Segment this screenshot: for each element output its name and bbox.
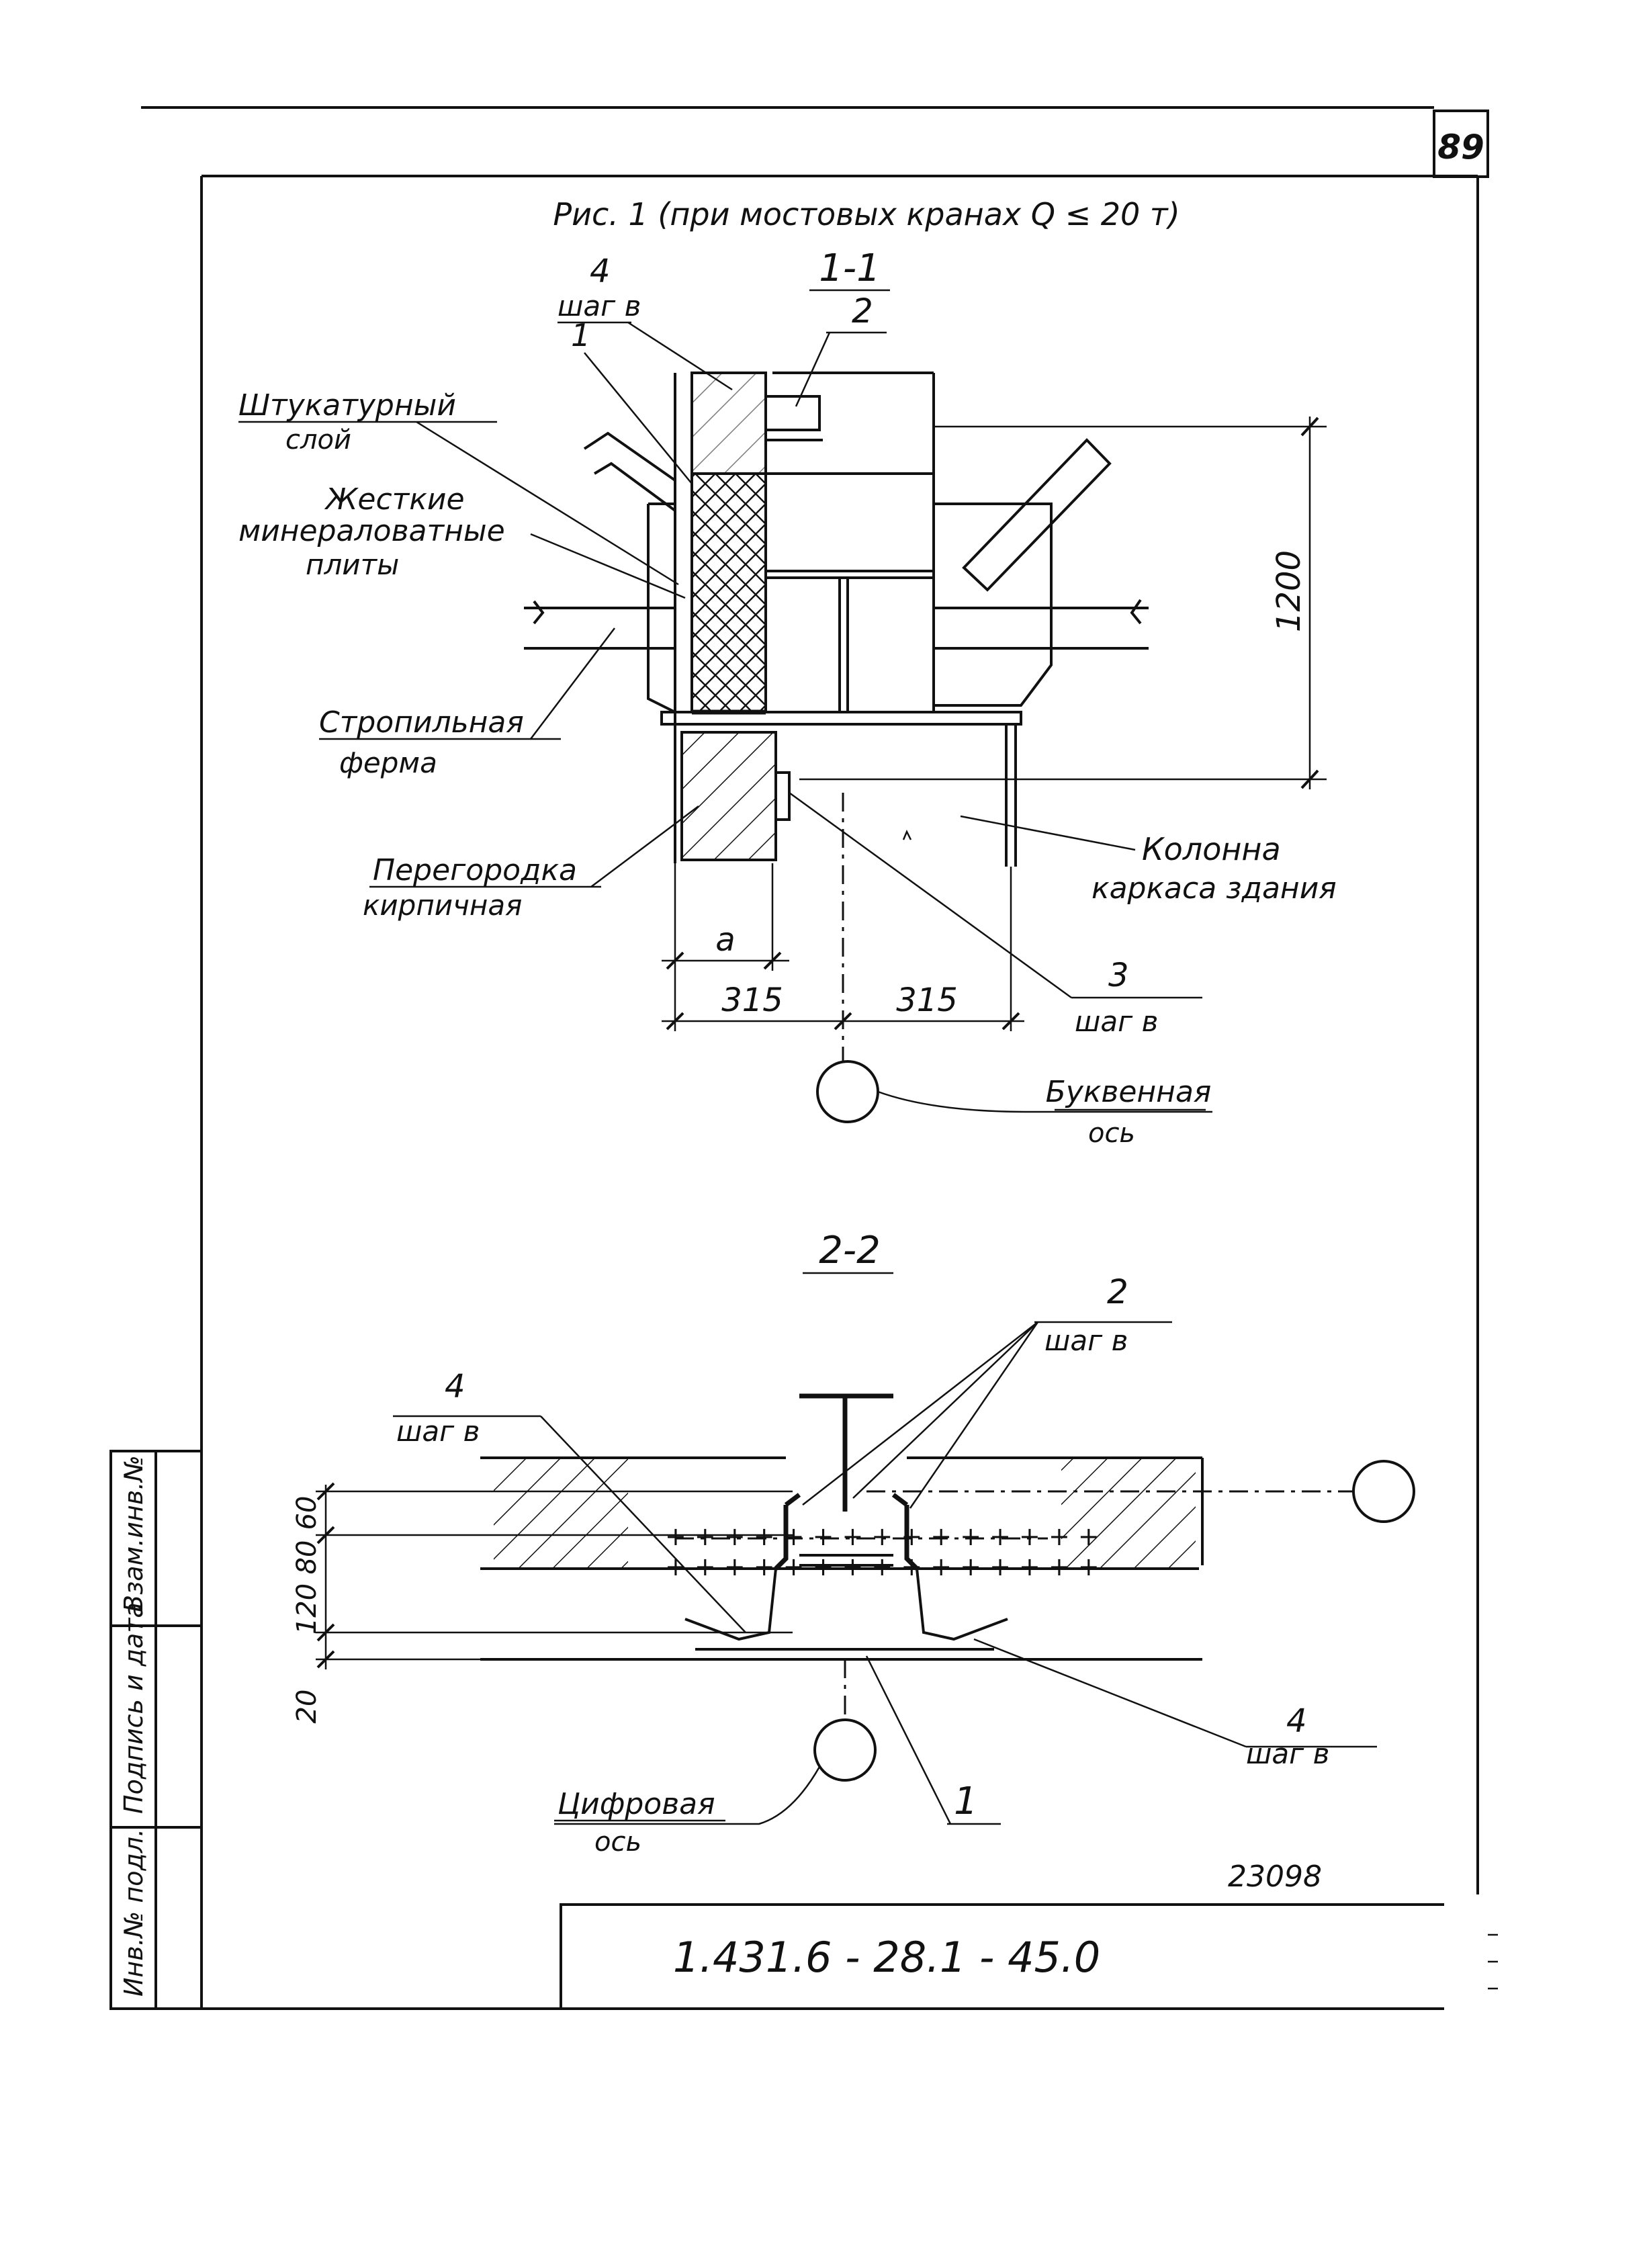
mineral-label-3: плиты bbox=[306, 548, 399, 581]
callout-1: 1 bbox=[571, 317, 590, 353]
truss-label-1: Стропильная bbox=[319, 705, 524, 740]
stamp-signature-label: Подпись и дата bbox=[119, 1602, 148, 1814]
section-2-2: 2-2 + + + + + + + + + + + + + + + + + + … bbox=[292, 1229, 1415, 1858]
callout-2-4-left: 4 bbox=[445, 1368, 465, 1405]
dimension-20: 20 bbox=[292, 1690, 322, 1724]
column-label-2: каркаса здания bbox=[1092, 871, 1337, 906]
frame-hatch-marks bbox=[1488, 1933, 1498, 1990]
callout-2-4-right-step: шаг в bbox=[1246, 1737, 1329, 1770]
callout-4-step: шаг в bbox=[558, 290, 641, 322]
dimension-315-left: 315 bbox=[721, 982, 783, 1019]
figure-caption: Рис. 1 (при мостовых кранах Q ≤ 20 т) bbox=[553, 196, 1179, 232]
callout-2-2-step: шаг в bbox=[1044, 1324, 1128, 1357]
right-axis-bubble bbox=[1352, 1460, 1415, 1523]
digit-axis-label-2: ось bbox=[594, 1827, 641, 1858]
callout-3-step: шаг в bbox=[1075, 1005, 1158, 1038]
partition-label-2: кирпичная bbox=[363, 889, 522, 922]
stamp-inventory-label: Инв.№ подл. bbox=[119, 1829, 148, 1997]
mineral-label-1: Жесткие bbox=[324, 482, 465, 517]
section-2-title: 2-2 bbox=[819, 1229, 880, 1272]
letter-axis-bubble bbox=[816, 1060, 879, 1123]
callout-2-4-left-step: шаг в bbox=[396, 1415, 480, 1448]
page-number: 89 bbox=[1437, 128, 1484, 167]
mineral-label-2: минераловатные bbox=[238, 514, 505, 548]
column-label-1: Колонна bbox=[1142, 831, 1281, 867]
title-block: 1.431.6 - 28.1 - 45.0 23098 bbox=[560, 1860, 1444, 2009]
callout-2-2: 2 bbox=[1107, 1272, 1128, 1311]
partition-label-1: Перегородка bbox=[373, 853, 577, 887]
callout-4: 4 bbox=[590, 253, 611, 290]
dimension-a: a bbox=[715, 921, 735, 959]
callout-2: 2 bbox=[852, 292, 873, 331]
plaster-label-2: слой bbox=[285, 425, 351, 455]
dimension-1200: 1200 bbox=[1270, 550, 1308, 632]
side-stamp: Инв.№ подл. Подпись и дата Взам.инв.№ bbox=[109, 1450, 203, 2010]
dimension-120: 120 bbox=[292, 1583, 322, 1634]
callout-3: 3 bbox=[1108, 957, 1129, 994]
callout-2-1: 1 bbox=[954, 1780, 978, 1823]
stamp-replace-label: Взам.инв.№ bbox=[119, 1455, 148, 1612]
svg-text:+ + + + + + + + + + + + + + +: + + + + + + + + + + + + + + + bbox=[665, 1522, 1100, 1551]
section-1-1: 1-1 bbox=[238, 247, 1337, 1149]
dimension-60: 60 bbox=[292, 1496, 322, 1530]
inventory-number: 23098 bbox=[1228, 1860, 1322, 1894]
drawing-code: 1.431.6 - 28.1 - 45.0 bbox=[673, 1933, 1100, 1982]
insulation-marks: + + + + + + + + + + + + + + + + + + + + … bbox=[665, 1522, 1100, 1581]
plaster-label-1: Штукатурный bbox=[238, 388, 456, 423]
sheet-frame bbox=[111, 106, 1479, 2010]
dimension-80: 80 bbox=[292, 1540, 322, 1575]
page-number-box: 89 bbox=[1433, 110, 1489, 178]
letter-axis-label-1: Буквенная bbox=[1046, 1075, 1212, 1109]
section-1-title: 1-1 bbox=[819, 247, 880, 290]
digit-axis-bubble bbox=[813, 1718, 877, 1782]
callout-2-4-right: 4 bbox=[1286, 1702, 1307, 1740]
dimension-315-right: 315 bbox=[896, 982, 958, 1019]
letter-axis-label-2: ось bbox=[1088, 1118, 1135, 1149]
truss-label-2: ферма bbox=[339, 746, 437, 779]
digit-axis-label-1: Цифровая bbox=[558, 1787, 715, 1821]
